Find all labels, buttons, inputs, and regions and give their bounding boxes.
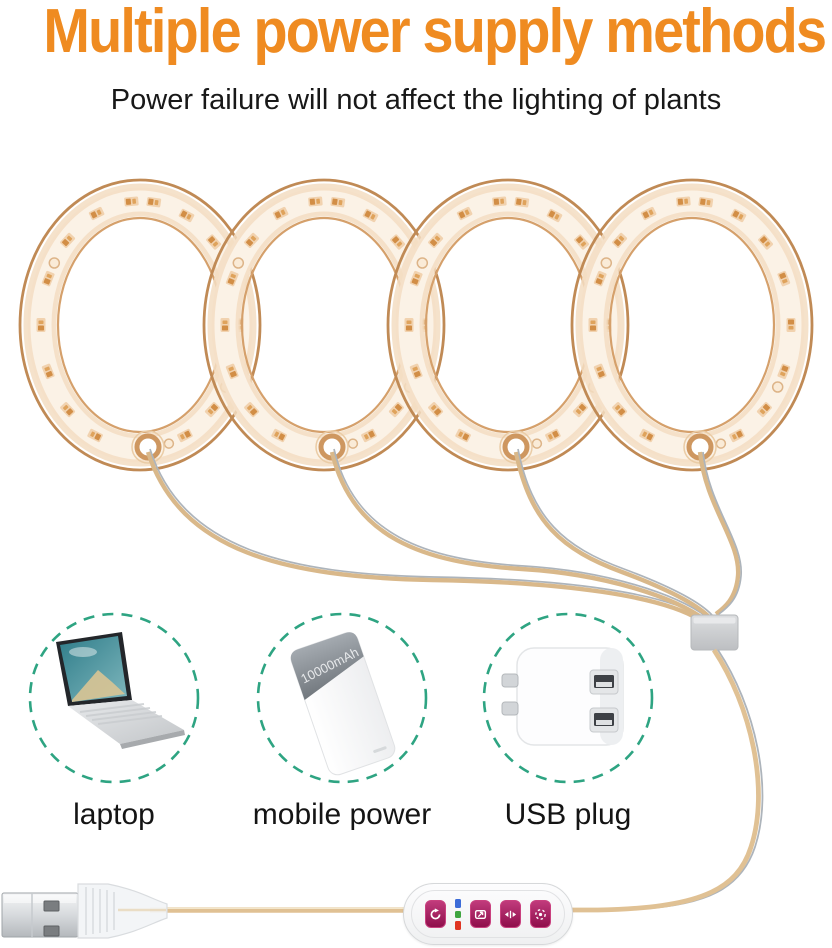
- color-button: [530, 900, 551, 928]
- usb-a-connector: [1, 883, 168, 939]
- power-bank-icon: 10000mAh: [290, 632, 396, 776]
- green-led: [455, 910, 461, 918]
- inline-controller: [403, 883, 573, 945]
- ring-wire-3: [513, 448, 713, 620]
- usb-port: [589, 707, 619, 733]
- mode-button-icon: [474, 909, 487, 919]
- led-ring-4: [572, 180, 812, 470]
- ring-wire-4: [697, 451, 742, 616]
- usb-port: [589, 669, 619, 695]
- usb-plug-label: USB plug: [504, 798, 632, 831]
- mode-button: [470, 900, 491, 928]
- usb-plug-illustration: [482, 612, 654, 784]
- laptop-illustration: [28, 612, 200, 784]
- power-option-usb-plug: USB plug: [482, 612, 654, 844]
- dim-button: [500, 900, 521, 928]
- timer-button: [425, 900, 446, 928]
- page-title-text: Multiple power supply methods: [43, 0, 827, 66]
- cable-splitter: [690, 614, 739, 651]
- ring-wire-2: [329, 448, 708, 622]
- dashed-circle: [482, 612, 654, 784]
- power-bank-illustration: 10000mAh: [256, 612, 428, 784]
- color-button-icon: [535, 908, 546, 920]
- ring-wire-1: [145, 448, 703, 622]
- red-led: [455, 920, 461, 930]
- usb-wall-plug-icon: [501, 647, 624, 746]
- timer-button-icon: [430, 907, 441, 919]
- subtitle: Power failure will not affect the lighti…: [110, 84, 722, 116]
- blue-led: [455, 898, 461, 908]
- laptop-icon: [56, 632, 185, 749]
- controller-face: [411, 890, 565, 938]
- mobile-power-label: mobile power: [252, 798, 432, 831]
- page-title: Multiple power supply methods: [0, 0, 832, 64]
- status-led-column: [455, 898, 461, 930]
- power-option-mobile-power: 10000mAh mobile power: [253, 612, 431, 844]
- laptop-label: laptop: [73, 798, 155, 831]
- dashed-circle: [28, 612, 200, 784]
- dim-button-icon: [504, 910, 517, 918]
- power-option-laptop: laptop: [28, 612, 200, 844]
- main-cable: [150, 648, 764, 913]
- dashed-circle: [256, 612, 428, 784]
